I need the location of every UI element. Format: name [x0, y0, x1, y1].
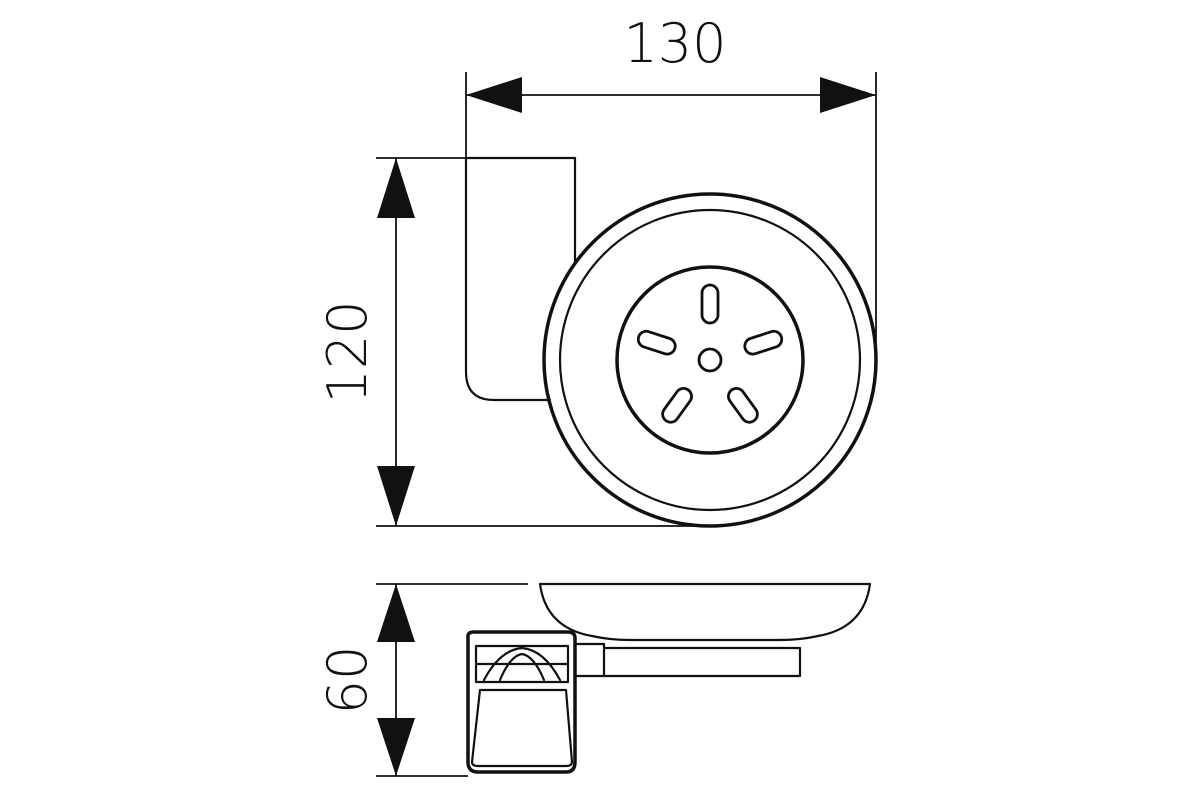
depth-label: 60 [316, 646, 379, 715]
height-arrow-top [377, 158, 415, 218]
drain-slot [700, 283, 720, 325]
side-view [466, 582, 872, 774]
width-arrow-left [466, 77, 522, 113]
drain-slot [636, 329, 677, 356]
depth-arrow-bottom [377, 718, 415, 776]
dish-bowl-profile [538, 582, 872, 642]
width-label: 130 [623, 12, 726, 75]
drain-slot [661, 387, 693, 424]
height-dimension: 120 [316, 157, 710, 527]
wall-mount-lower-block [470, 688, 574, 768]
drain-center-hole [697, 347, 723, 373]
drain-slots [636, 283, 784, 424]
drain-plate [615, 265, 805, 455]
height-label: 120 [316, 300, 379, 403]
width-dimension: 130 [465, 12, 877, 360]
depth-arrow-top [377, 584, 415, 642]
wall-bracket [464, 156, 577, 402]
drain-slot [727, 387, 759, 424]
drain-slot [743, 329, 784, 356]
dish-inner-ring [558, 208, 862, 512]
support-arm [573, 642, 802, 678]
wall-mount-cap [474, 644, 570, 684]
height-arrow-bottom [377, 466, 415, 526]
depth-dimension: 60 [316, 583, 528, 777]
wall-mount-cap-ribs [474, 646, 570, 682]
width-arrow-right [820, 77, 876, 113]
wall-mount-body [466, 630, 577, 774]
top-view [464, 156, 878, 528]
